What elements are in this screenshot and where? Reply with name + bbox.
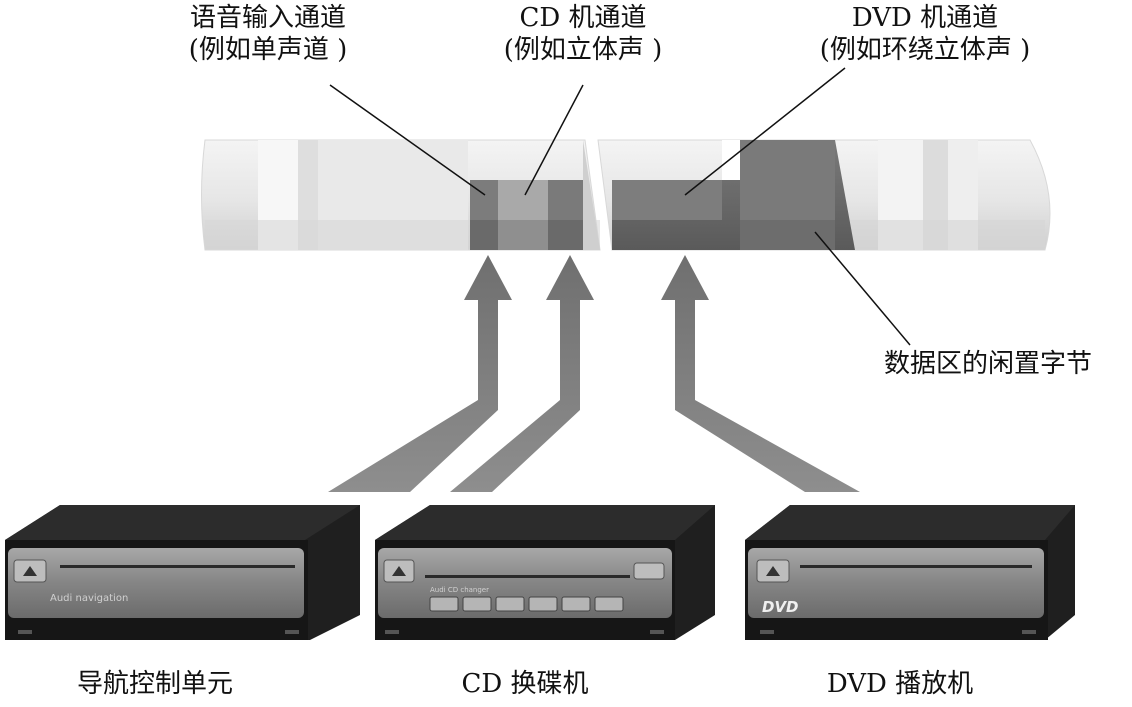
dvd-channel-title: DVD 机通道: [790, 2, 1060, 34]
disc-button: [529, 597, 557, 611]
voice-channel-title: 语音输入通道: [168, 2, 368, 34]
nav-faceplate-text: Audi navigation: [50, 593, 128, 604]
nav-unit-text: 导航控制单元: [50, 668, 260, 700]
cd-changer-unit: Audi CD changer: [375, 505, 715, 640]
idle-bytes-block: [740, 140, 835, 250]
nav-arrow: [328, 255, 512, 492]
disc-slot: [60, 565, 295, 568]
cd-changer-text: CD 换碟机: [420, 668, 630, 700]
dvd-player-unit: DVD: [745, 505, 1075, 640]
cd-faceplate: [378, 548, 672, 618]
dvd-channel-example: (例如环绕立体声 ): [790, 34, 1060, 66]
nav-unit-label: 导航控制单元: [50, 668, 260, 700]
disc-button: [496, 597, 524, 611]
disc-button: [562, 597, 590, 611]
cd-load-button: [634, 563, 664, 579]
disc-slot: [800, 565, 1032, 568]
cd-channel-label: CD 机通道 (例如立体声 ): [478, 2, 688, 66]
cd-faceplate-text: Audi CD changer: [430, 586, 489, 594]
voice-channel-block: [470, 180, 498, 250]
dvd-channel-label: DVD 机通道 (例如环绕立体声 ): [790, 2, 1060, 66]
disc-slot: [425, 575, 630, 578]
cd-channel-title: CD 机通道: [478, 2, 688, 34]
dvd-player-label: DVD 播放机: [790, 668, 1010, 700]
signal-arrows: [328, 255, 860, 492]
dvd-logo: DVD: [762, 598, 799, 616]
dvd-arrow: [661, 255, 860, 492]
cd-channel-example: (例如立体声 ): [478, 34, 688, 66]
voice-channel-label: 语音输入通道 (例如单声道 ): [168, 2, 368, 66]
idle-bytes-text: 数据区的闲置字节: [858, 348, 1118, 380]
nav-unit: Audi navigation: [5, 505, 360, 640]
voice-channel-example: (例如单声道 ): [168, 34, 368, 66]
cd-changer-label: CD 换碟机: [420, 668, 630, 700]
disc-button: [430, 597, 458, 611]
disc-button: [595, 597, 623, 611]
nav-faceplate: [8, 548, 304, 618]
dvd-player-text: DVD 播放机: [790, 668, 1010, 700]
idle-bytes-label: 数据区的闲置字节: [858, 348, 1118, 380]
disc-button: [463, 597, 491, 611]
